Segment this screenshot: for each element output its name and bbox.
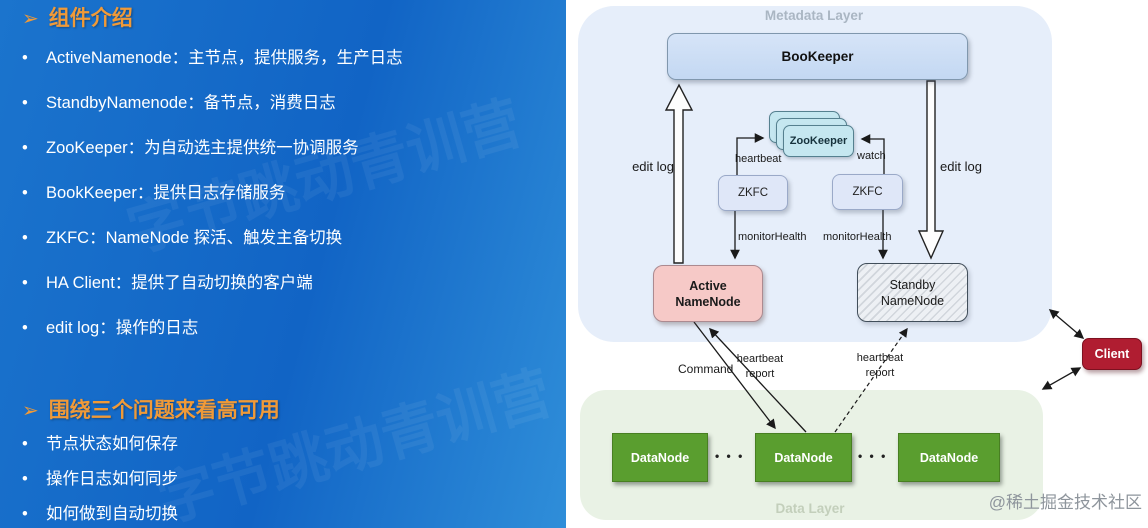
node-label: ZKFC bbox=[737, 187, 769, 199]
list-item-text: HA Client：提供了自动切换的客户端 bbox=[46, 274, 313, 292]
list-item: • 如何做到自动切换 bbox=[22, 503, 558, 525]
label-heartbeat-report-left: heartbeat report bbox=[730, 352, 790, 382]
ellipsis-dots: • • • bbox=[715, 449, 745, 463]
bullet-icon: • bbox=[22, 229, 28, 247]
bullet-icon: • bbox=[22, 470, 28, 488]
section-title: 组件介绍 bbox=[48, 7, 133, 30]
node-zkfc-left: ZKFC bbox=[718, 175, 788, 211]
label-watch: watch bbox=[857, 150, 886, 162]
arrow-marker-icon: ➢ bbox=[22, 400, 39, 422]
list-item: • HA Client：提供了自动切换的客户端 bbox=[22, 272, 558, 294]
list-item: • ZKFC：NameNode 探活、触发主备切换 bbox=[22, 227, 558, 249]
bullet-icon: • bbox=[22, 94, 28, 112]
node-label: ZKFC bbox=[852, 186, 883, 198]
node-bookeeper: BooKeeper bbox=[667, 33, 968, 80]
bullet-icon: • bbox=[22, 435, 28, 453]
list-item-text: 节点状态如何保存 bbox=[46, 435, 178, 453]
list-item-text: StandbyNamenode：备节点，消费日志 bbox=[46, 94, 336, 112]
node-label: DataNode bbox=[630, 450, 690, 465]
bullet-icon: • bbox=[22, 505, 28, 523]
label-heartbeat: heartbeat bbox=[735, 153, 782, 165]
list-item-text: ZKFC：NameNode 探活、触发主备切换 bbox=[46, 229, 343, 247]
label-line2: report bbox=[745, 368, 775, 380]
ellipsis-dots: • • • bbox=[858, 449, 888, 463]
list-item: • StandbyNamenode：备节点，消费日志 bbox=[22, 92, 558, 114]
left-text-panel: 字节跳动青训营 字节跳动青训营 ➢ 组件介绍 •ActiveNamenode：主… bbox=[0, 0, 566, 528]
label-edit-log-left: edit log bbox=[632, 159, 674, 174]
node-label: Client bbox=[1094, 347, 1130, 361]
bullet-icon: • bbox=[22, 274, 28, 292]
label-heartbeat-report-right: heartbeat report bbox=[850, 351, 910, 381]
node-label-line1: Standby bbox=[889, 277, 936, 292]
node-datanode-2: DataNode bbox=[755, 433, 852, 482]
bullet-icon: • bbox=[22, 49, 28, 67]
label-monitorhealth-right: monitorHealth bbox=[823, 231, 892, 243]
list-item: • 操作日志如何同步 bbox=[22, 468, 558, 490]
bullet-icon: • bbox=[22, 184, 28, 202]
node-label: BooKeeper bbox=[781, 49, 854, 64]
node-datanode-3: DataNode bbox=[898, 433, 1000, 482]
list-item: • edit log：操作的日志 bbox=[22, 317, 558, 339]
data-layer-label: Data Layer bbox=[775, 501, 845, 516]
arrow-marker-icon: ➢ bbox=[22, 8, 39, 30]
list-item-text: ZooKeeper：为自动选主提供统一协调服务 bbox=[46, 139, 359, 157]
diagram-arrows bbox=[664, 80, 1085, 433]
label-edit-log-right: edit log bbox=[940, 159, 982, 174]
juejin-watermark: @稀土掘金技术社区 bbox=[988, 493, 1142, 512]
node-zookeeper: ZooKeeper bbox=[783, 125, 854, 157]
list-item: • ActiveNamenode：主节点，提供服务，生产日志 bbox=[22, 47, 558, 69]
section-heading: ➢ 组件介绍 bbox=[22, 6, 558, 32]
question-list: • 节点状态如何保存 • 操作日志如何同步 • 如何做到自动切换 bbox=[22, 433, 558, 525]
section-title: 围绕三个问题来看高可用 bbox=[48, 399, 280, 422]
list-item-text: BookKeeper：提供日志存储服务 bbox=[46, 184, 286, 202]
metadata-layer-label: Metadata Layer bbox=[764, 8, 864, 23]
list-item-text: 操作日志如何同步 bbox=[46, 470, 178, 488]
label-line1: heartbeat bbox=[856, 352, 904, 364]
list-item: • ZooKeeper：为自动选主提供统一协调服务 bbox=[22, 137, 558, 159]
node-label: DataNode bbox=[919, 450, 979, 465]
list-item-text: ActiveNamenode：主节点，提供服务，生产日志 bbox=[46, 49, 403, 67]
list-item: • 节点状态如何保存 bbox=[22, 433, 558, 455]
section-components: ➢ 组件介绍 • ActiveNamenode：主节点，提供服务，生产日志 • St… bbox=[22, 6, 558, 362]
node-zkfc-right: ZKFC bbox=[832, 174, 903, 210]
list-item-text: edit log：操作的日志 bbox=[46, 319, 199, 337]
node-label-line1: Active bbox=[689, 278, 727, 293]
list-item-text: 如何做到自动切换 bbox=[46, 505, 178, 523]
node-label: ZooKeeper bbox=[789, 135, 848, 147]
architecture-diagram: Metadata Layer Data Layer bbox=[566, 0, 1148, 528]
label-line2: report bbox=[865, 367, 895, 379]
label-command: Command bbox=[678, 362, 734, 376]
node-label-line2: NameNode bbox=[880, 293, 945, 308]
node-label: DataNode bbox=[774, 450, 833, 465]
label-monitorhealth-left: monitorHealth bbox=[738, 231, 807, 243]
bullet-icon: • bbox=[22, 319, 28, 337]
node-active-namenode: Active NameNode bbox=[653, 265, 763, 322]
node-label-line2: NameNode bbox=[675, 294, 741, 309]
bullet-icon: • bbox=[22, 139, 28, 157]
list-item: • BookKeeper：提供日志存储服务 bbox=[22, 182, 558, 204]
node-datanode-1: DataNode bbox=[612, 433, 708, 482]
node-standby-namenode: Standby NameNode bbox=[857, 263, 968, 322]
section-three-questions: ➢ 围绕三个问题来看高可用 • 节点状态如何保存 • 操作日志如何同步 • 如何做到自… bbox=[22, 398, 558, 528]
label-line1: heartbeat bbox=[736, 353, 784, 365]
section-heading: ➢ 围绕三个问题来看高可用 bbox=[22, 398, 558, 424]
component-list: • ActiveNamenode：主节点，提供服务，生产日志 • StandbyNa… bbox=[22, 47, 558, 339]
node-client: Client bbox=[1082, 338, 1142, 370]
